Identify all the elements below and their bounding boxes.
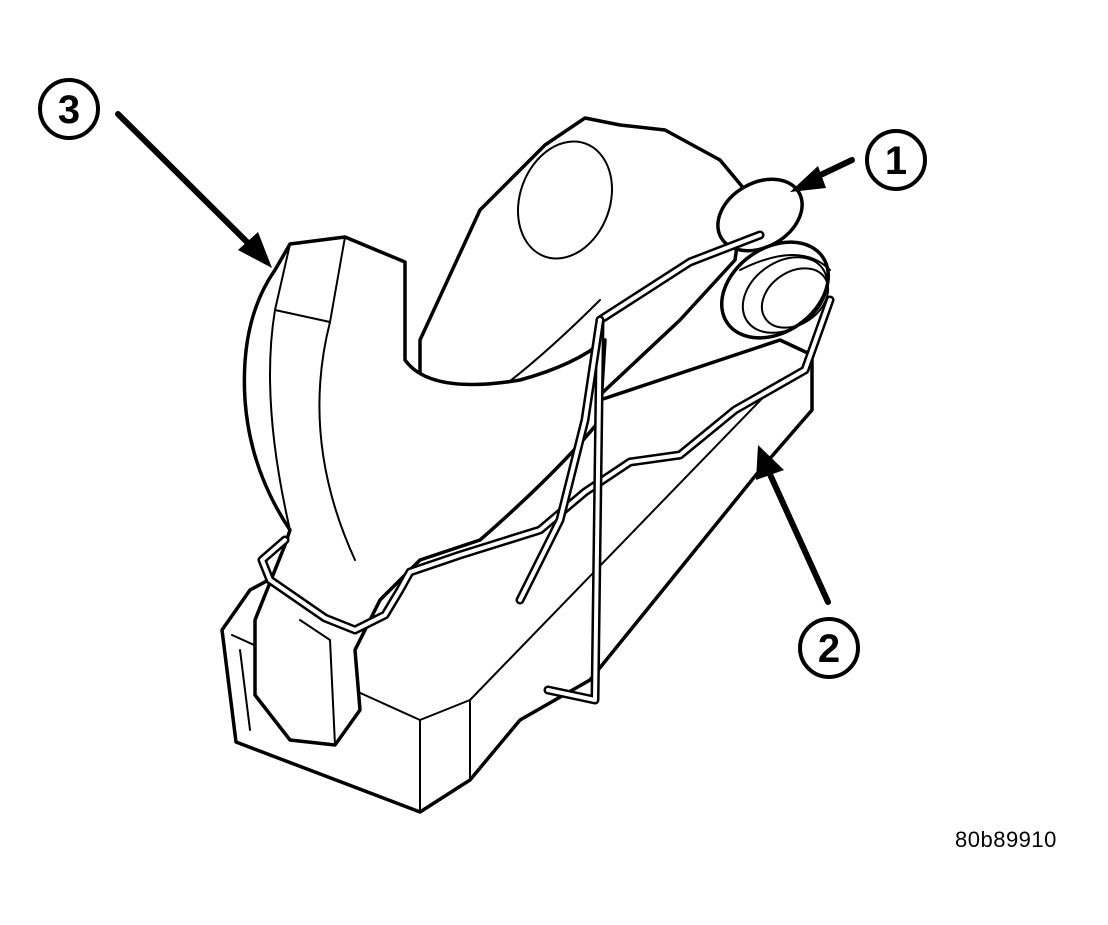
callout-2: 2	[798, 617, 860, 679]
figure-reference-code: 80b89910	[955, 827, 1057, 852]
callout-2-label: 2	[818, 627, 840, 671]
wire-spring	[257, 230, 835, 705]
callout-3-label: 3	[58, 88, 80, 132]
callout-1: 1	[865, 129, 927, 191]
callout-1-label: 1	[885, 139, 907, 183]
leader-arrow-2	[756, 445, 831, 605]
pivot-shaft-spring	[716, 177, 831, 340]
leader-arrow-3	[115, 111, 272, 268]
callout-3: 3	[38, 78, 100, 140]
leader-arrow-1	[790, 157, 855, 192]
